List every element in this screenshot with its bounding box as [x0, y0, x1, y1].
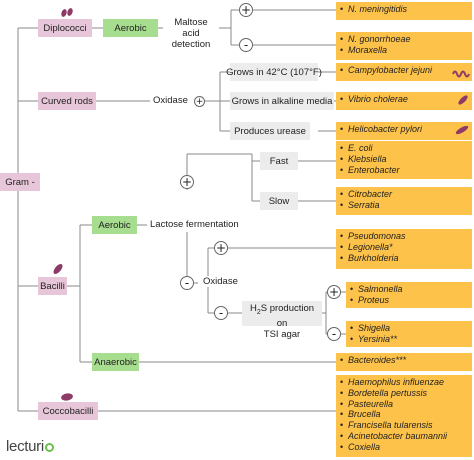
result-item: E. coli — [340, 143, 468, 154]
result-r12: Haemophilus influenzae Bordetella pertus… — [336, 375, 472, 457]
curved-oxidase-plus-sign: + — [194, 96, 205, 107]
test-lactose-fermentation: Lactose fermentation — [147, 219, 242, 230]
oxidase-plus-sign: + — [214, 241, 228, 255]
h2s-line2: TSI agar — [263, 328, 301, 340]
result-item: Pseudomonas — [340, 231, 468, 242]
result-item: N. gonorrhoeae — [340, 34, 468, 45]
root-gram-negative: Gram - — [0, 173, 40, 191]
result-item: Coxiella — [340, 442, 468, 453]
test-oxidase-curved: Oxidase — [150, 95, 191, 106]
result-item: Klebsiella — [340, 154, 468, 165]
lactose-plus-sign: + — [180, 175, 194, 189]
test-fast: Fast — [260, 152, 298, 170]
test-grows-42c: Grows in 42°C (107°F) — [226, 63, 322, 81]
result-item: Pasteurella — [340, 399, 468, 410]
test-oxidase-bacilli: Oxidase — [200, 276, 241, 287]
result-item: Brucella — [340, 409, 468, 420]
result-item: Bacteroides*** — [340, 355, 468, 366]
result-item: Shigella — [350, 323, 468, 334]
result-r6: E. coli Klebsiella Enterobacter — [336, 141, 472, 179]
diplococci-minus-sign: - — [239, 38, 253, 52]
result-item: Salmonella — [350, 284, 468, 295]
result-item: Helicobacter pylori — [340, 124, 468, 135]
test-slow: Slow — [260, 192, 298, 210]
lecturio-logo: lecturi — [6, 438, 54, 455]
result-item: Bordetella pertussis — [340, 388, 468, 399]
result-item: Francisella tularensis — [340, 420, 468, 431]
test-anaerobic: Anaerobic — [92, 353, 139, 371]
lactose-minus-sign: - — [180, 276, 194, 290]
maltose-line2: detection — [171, 39, 211, 50]
test-h2s-production: H2S production on TSI agar — [242, 301, 322, 340]
diplococci-icon — [60, 5, 74, 23]
coccobacilli-icon — [60, 389, 74, 407]
h2s-sub: 2 — [256, 308, 261, 316]
result-item: Campylobacter jejuni — [340, 65, 468, 76]
helicobacter-icon — [454, 123, 470, 142]
result-r10: Shigella Yersinia** — [346, 321, 472, 347]
h2s-plus-sign: + — [327, 285, 341, 299]
group-coccobacilli: Coccobacilli — [38, 402, 98, 420]
result-item: N. meningitidis — [340, 4, 468, 15]
test-produces-urease: Produces urease — [230, 122, 310, 140]
maltose-line1: Maltose acid — [174, 17, 208, 39]
spiral-bacterium-icon — [452, 66, 470, 84]
test-aerobic-diplococci: Aerobic — [103, 19, 158, 37]
group-diplococci: Diplococci — [38, 19, 92, 37]
diplococci-plus-sign: + — [239, 3, 253, 17]
logo-ring-icon — [44, 443, 54, 452]
result-r5: Helicobacter pylori — [336, 122, 472, 140]
vibrio-icon — [456, 93, 470, 112]
result-r9: Salmonella Proteus — [346, 282, 472, 308]
result-item: Proteus — [350, 295, 468, 306]
oxidase-minus-sign: - — [214, 306, 228, 320]
result-r1: N. meningitidis — [336, 2, 472, 20]
result-r4: Vibrio cholerae — [336, 92, 472, 110]
result-item: Burkholderia — [340, 253, 468, 264]
h2s-minus-sign: - — [327, 327, 341, 341]
result-r11: Bacteroides*** — [336, 353, 472, 371]
h2s-h: H — [249, 303, 257, 314]
test-maltose-acid-detection: Maltose acid detection — [163, 15, 219, 50]
result-item: Enterobacter — [340, 165, 468, 176]
result-item: Haemophilus influenzae — [340, 377, 468, 388]
result-item: Yersinia** — [350, 334, 468, 345]
result-r8: Pseudomonas Legionella* Burkholderia — [336, 229, 472, 269]
result-r2: N. gonorrhoeae Moraxella — [336, 32, 472, 60]
h2s-rest: S production on — [260, 303, 315, 329]
logo-text: lecturi — [6, 438, 44, 455]
result-item: Acinetobacter baumannii — [340, 431, 468, 442]
test-grows-alkaline: Grows in alkaline media — [230, 92, 334, 110]
result-item: Moraxella — [340, 45, 468, 56]
bacilli-icon — [50, 262, 66, 280]
group-bacilli: Bacilli — [38, 277, 67, 295]
result-item: Vibrio cholerae — [340, 94, 468, 105]
group-curved-rods: Curved rods — [38, 92, 96, 110]
result-r7: Citrobacter Serratia — [336, 187, 472, 215]
result-item: Serratia — [340, 200, 468, 211]
result-r3: Campylobacter jejuni — [336, 63, 472, 81]
result-item: Legionella* — [340, 242, 468, 253]
test-aerobic-bacilli: Aerobic — [92, 216, 137, 234]
result-item: Citrobacter — [340, 189, 468, 200]
